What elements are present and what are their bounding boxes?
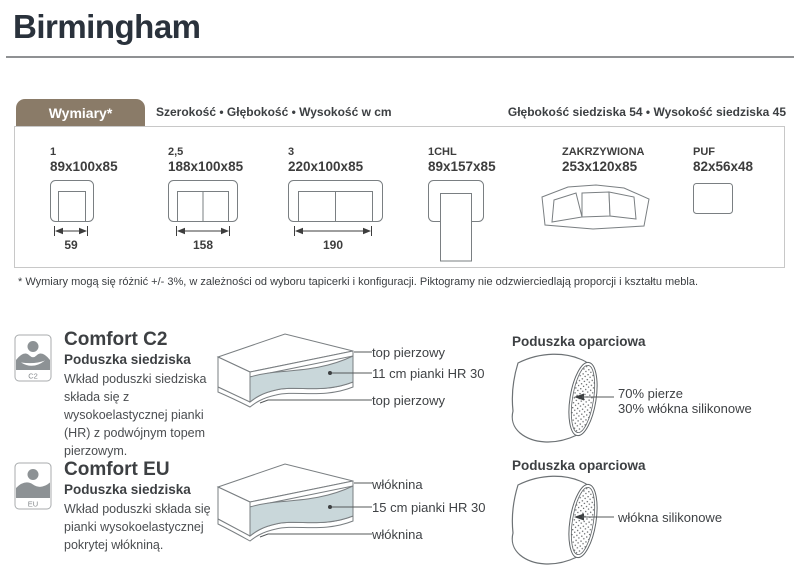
- seat-width-measure: 59: [54, 225, 88, 252]
- pouf-icon: [693, 183, 733, 214]
- back-cushion-label: 30% włókna silikonowe: [618, 401, 752, 416]
- seat-width-value: 190: [322, 238, 344, 252]
- cushion-layer-label: włóknina: [372, 527, 423, 542]
- config-name: PUF: [693, 146, 715, 158]
- comfort-eu-icon: EU: [14, 462, 52, 510]
- config-item-2: 2,5 188x100x85 158: [168, 146, 243, 252]
- curved-sofa-icon: [541, 184, 650, 230]
- comfort-c2-subtitle: Poduszka siedziska: [64, 352, 191, 367]
- config-size: 220x100x85: [288, 159, 364, 174]
- seat-width-value: 59: [64, 238, 78, 252]
- cushion-layer-label: 11 cm pianki HR 30: [372, 366, 485, 381]
- config-size: 253x120x85: [562, 159, 638, 174]
- config-item-6: PUF 82x56x48: [693, 146, 753, 214]
- cushion-layer-label: top pierzowy: [372, 393, 445, 408]
- config-size: 89x157x85: [428, 159, 496, 174]
- comfort-c2-description: Wkład poduszki siedziska składa się z wy…: [64, 372, 207, 458]
- back-cushion-diagram-c2: [511, 353, 614, 443]
- cushion-layer-label: top pierzowy: [372, 345, 445, 360]
- dimensions-units-note: Szerokość • Głębokość • Wysokość w cm: [156, 105, 392, 119]
- comfort-eu-description: Wkład poduszki składa się pianki wysokoe…: [64, 502, 211, 552]
- dimensions-box: [14, 126, 785, 268]
- badge-label: C2: [28, 372, 38, 381]
- comfort-c2-title: Comfort C2: [64, 329, 168, 350]
- back-cushion-label: włókna silikonowe: [618, 510, 723, 525]
- config-size: 89x100x85: [50, 159, 118, 174]
- chaise-longue-icon: [428, 180, 484, 262]
- back-cushion-title-c2: Poduszka oparciowa: [512, 334, 646, 349]
- config-item-1: 1 89x100x85 59: [50, 146, 118, 252]
- comfort-eu-subtitle: Poduszka siedziska: [64, 482, 191, 497]
- config-name: ZAKRZYWIONA: [562, 146, 645, 158]
- config-name: 1CHL: [428, 146, 457, 158]
- sofa-2-seat-icon: [168, 180, 238, 222]
- seat-cushion-diagram-eu: [216, 463, 372, 542]
- comfort-eu-title: Comfort EU: [64, 459, 170, 480]
- config-name: 3: [288, 146, 295, 158]
- title-divider: [6, 56, 794, 58]
- sofa-3-seat-icon: [288, 180, 383, 222]
- cushion-layer-label: włóknina: [372, 477, 423, 492]
- back-cushion-diagram-eu: [511, 475, 614, 565]
- badge-label: EU: [28, 500, 38, 509]
- config-size: 82x56x48: [693, 159, 754, 174]
- seat-width-value: 158: [192, 238, 214, 252]
- seat-width-measure: 158: [176, 225, 230, 252]
- dimensions-footnote: * Wymiary mogą się różnić +/- 3%, w zale…: [18, 276, 699, 288]
- comfort-c2-icon: C2: [14, 334, 52, 382]
- dimensions-tab: Wymiary*: [16, 99, 145, 126]
- dimension-arrow-icon: [176, 226, 230, 236]
- back-cushion-label: 70% pierze: [618, 386, 684, 401]
- seat-width-measure: 190: [294, 225, 372, 252]
- dimension-arrow-icon: [54, 226, 88, 236]
- dimension-arrow-icon: [294, 226, 372, 236]
- armchair-icon: [50, 180, 94, 222]
- config-item-3: 3 220x100x85 190: [288, 146, 383, 252]
- cushion-layer-label: 15 cm pianki HR 30: [372, 500, 486, 515]
- config-item-5: ZAKRZYWIONA 253x120x85: [537, 146, 655, 236]
- seat-dimensions-note: Głębokość siedziska 54 • Wysokość siedzi…: [507, 105, 786, 119]
- config-size: 188x100x85: [168, 159, 244, 174]
- config-name: 1: [50, 146, 57, 158]
- config-name: 2,5: [168, 146, 184, 158]
- page-title: Birmingham: [13, 8, 201, 45]
- seat-cushion-diagram-c2: [216, 333, 372, 408]
- config-item-4: 1CHL 89x157x85: [428, 146, 496, 262]
- back-cushion-title-eu: Poduszka oparciowa: [512, 458, 646, 473]
